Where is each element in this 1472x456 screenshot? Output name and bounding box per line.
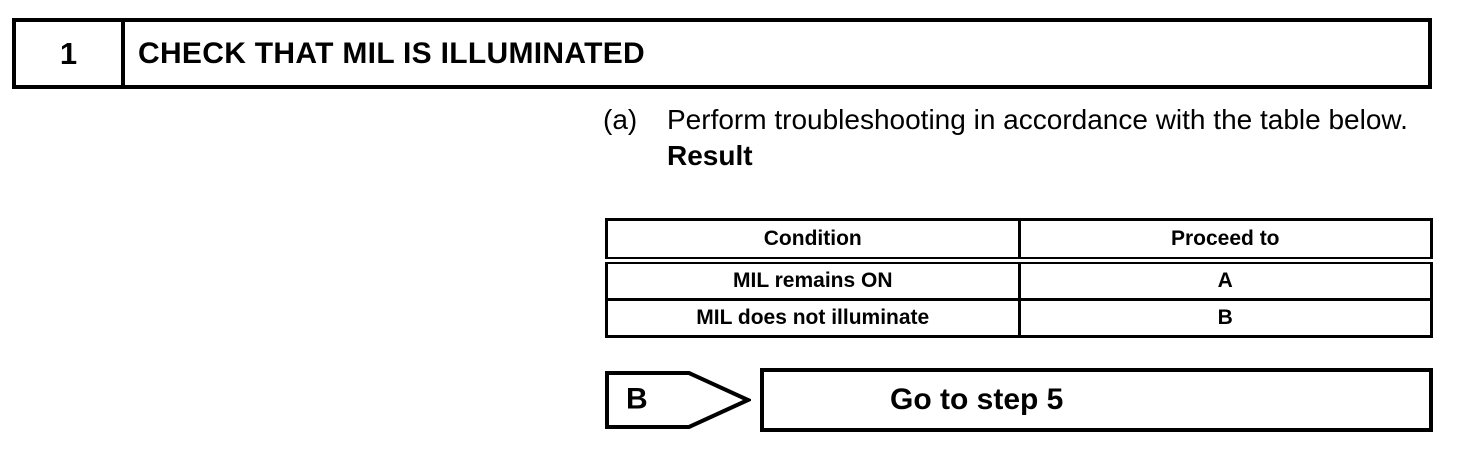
table-row: MIL does not illuminate B — [605, 298, 1433, 338]
step-title: CHECK THAT MIL IS ILLUMINATED — [138, 36, 645, 70]
proceed-cell: A — [1017, 259, 1433, 301]
result-table-header-row: Condition Proceed to — [605, 218, 1433, 264]
column-header-condition: Condition — [605, 218, 1021, 264]
step-number: 1 — [59, 35, 78, 71]
result-table-body: MIL remains ON A MIL does not illuminate… — [605, 259, 1433, 338]
goto-box: Go to step 5 — [760, 368, 1433, 432]
step-number-cell: 1 — [16, 22, 125, 85]
instruction-label: (a) — [603, 104, 638, 135]
goto-text: Go to step 5 — [890, 383, 1064, 416]
result-label: Result — [667, 140, 753, 171]
column-header-proceed-to: Proceed to — [1017, 218, 1433, 264]
branch-letter: B — [626, 382, 648, 416]
step-header: 1 CHECK THAT MIL IS ILLUMINATED — [12, 18, 1432, 89]
condition-cell: MIL remains ON — [605, 259, 1021, 301]
instruction-item-a: (a) Perform troubleshooting in accordanc… — [603, 102, 1415, 174]
instruction-text: Perform troubleshooting in accordance wi… — [667, 104, 1408, 135]
branch-arrow: B — [605, 371, 751, 429]
proceed-cell: B — [1017, 298, 1433, 338]
table-row: MIL remains ON A — [605, 259, 1433, 301]
result-table: Condition Proceed to MIL remains ON A MI… — [605, 218, 1433, 338]
result-table-head: Condition Proceed to — [605, 218, 1433, 264]
branch-arrow-icon — [605, 371, 751, 429]
instruction-body: Perform troubleshooting in accordance wi… — [667, 102, 1415, 174]
condition-cell: MIL does not illuminate — [605, 298, 1021, 338]
